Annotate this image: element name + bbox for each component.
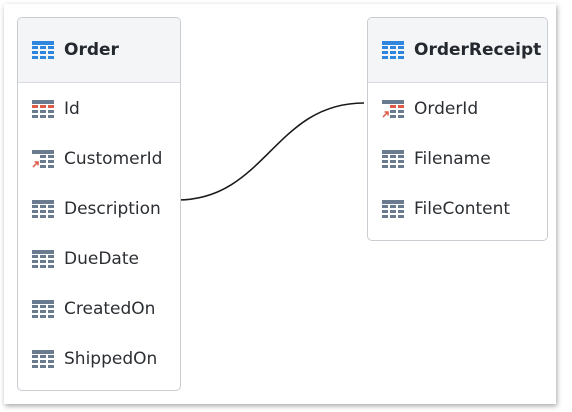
field-row-shippedon[interactable]: ShippedOn	[18, 334, 180, 384]
field-label: FileContent	[414, 199, 511, 219]
field-label: Filename	[414, 149, 491, 169]
diagram-canvas: Order Id CustomerId	[4, 4, 556, 404]
field-label: ShippedOn	[64, 349, 158, 369]
entity-order[interactable]: Order Id CustomerId	[17, 17, 181, 391]
field-row-id[interactable]: Id	[18, 84, 180, 134]
field-row-customerid[interactable]: CustomerId	[18, 134, 180, 184]
column-icon	[32, 200, 54, 218]
field-label: OrderId	[414, 99, 479, 119]
field-row-filecontent[interactable]: FileContent	[368, 184, 547, 234]
column-icon	[382, 200, 404, 218]
field-row-orderid[interactable]: OrderId	[368, 84, 547, 134]
field-row-duedate[interactable]: DueDate	[18, 234, 180, 284]
table-icon	[32, 41, 54, 59]
relationship-line[interactable]	[176, 102, 365, 201]
field-row-createdon[interactable]: CreatedOn	[18, 284, 180, 334]
field-label: Description	[64, 199, 161, 219]
field-row-filename[interactable]: Filename	[368, 134, 547, 184]
field-label: CreatedOn	[64, 299, 156, 319]
field-row-description[interactable]: Description	[18, 184, 180, 234]
column-icon	[32, 350, 54, 368]
column-icon	[32, 250, 54, 268]
primary-key-icon	[32, 100, 54, 118]
field-label: Id	[64, 99, 80, 119]
column-icon	[32, 300, 54, 318]
field-label: DueDate	[64, 249, 139, 269]
entity-title: Order	[64, 40, 119, 60]
entity-header[interactable]: OrderReceipt	[368, 18, 547, 83]
foreign-key-icon	[32, 150, 54, 168]
column-icon	[382, 150, 404, 168]
relationship-layer	[176, 102, 365, 201]
entity-header[interactable]: Order	[18, 18, 180, 83]
field-label: CustomerId	[64, 149, 163, 169]
foreign-key-icon	[382, 100, 404, 118]
entity-title: OrderReceipt	[414, 40, 542, 60]
entity-orderreceipt[interactable]: OrderReceipt OrderId Filename	[367, 17, 548, 241]
table-icon	[382, 41, 404, 59]
